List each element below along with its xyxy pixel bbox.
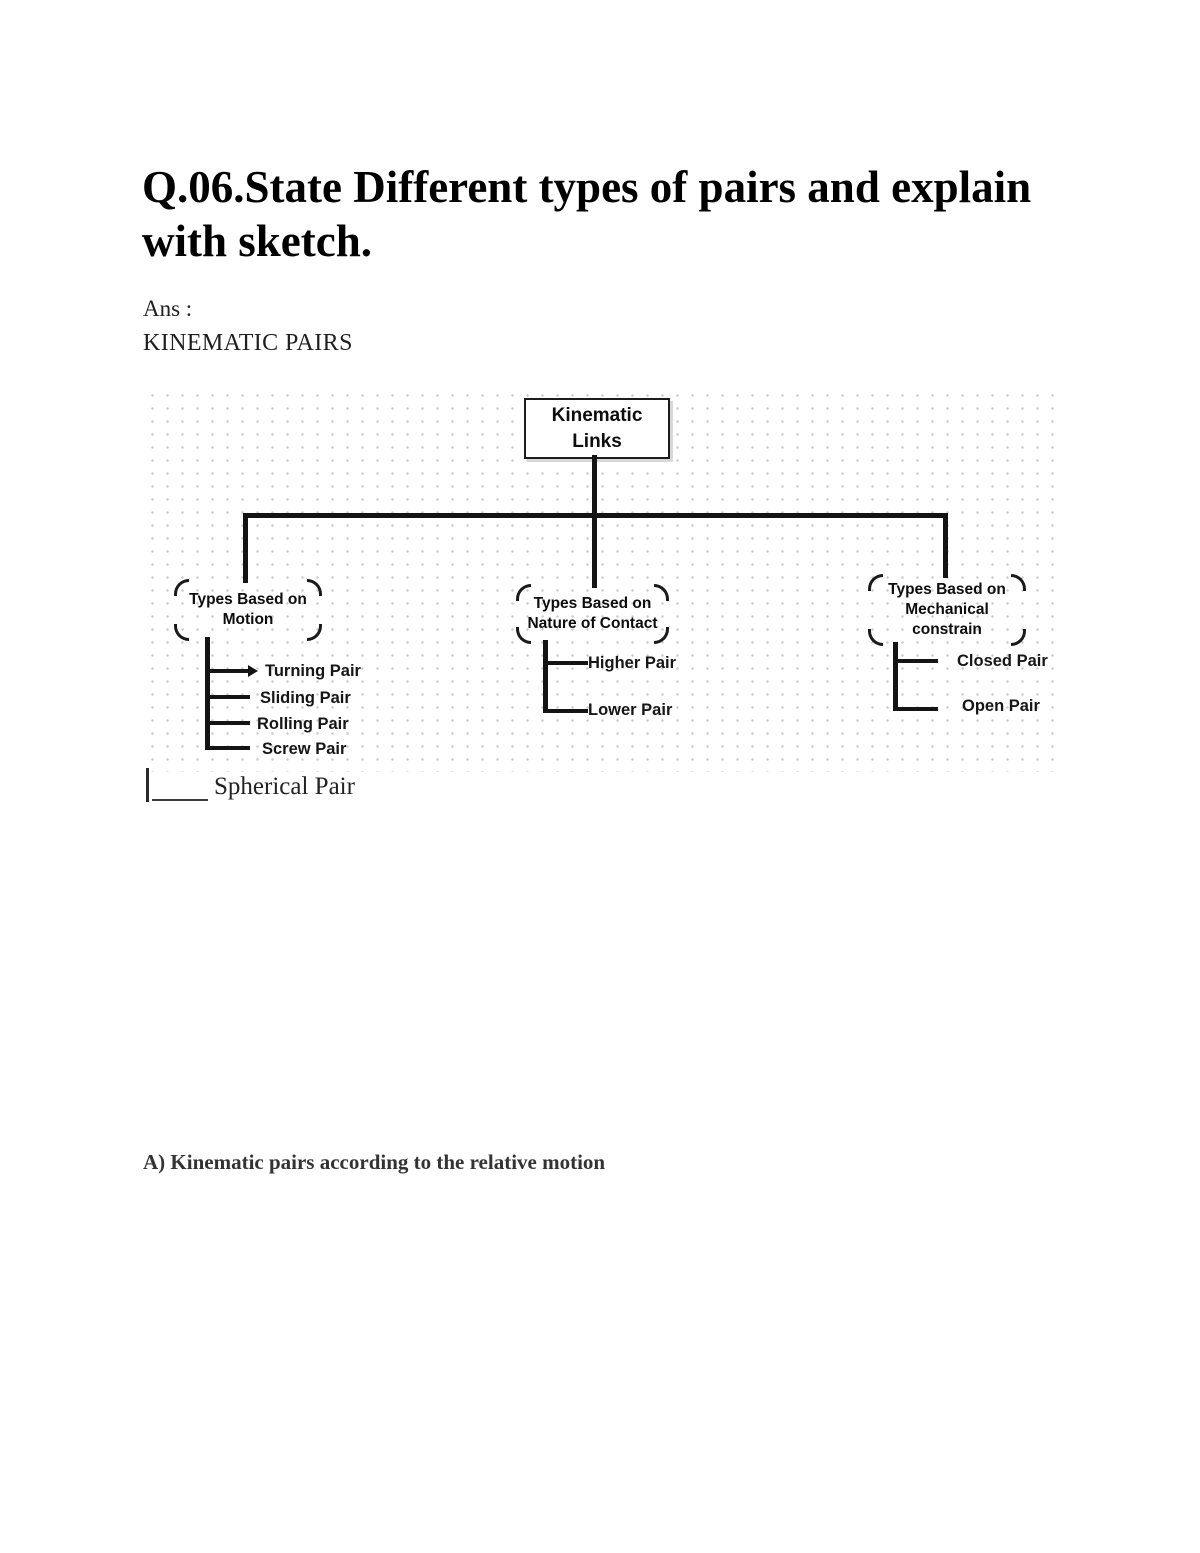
leaf-turning-pair: Turning Pair — [265, 662, 361, 680]
bracket-corner-icon — [516, 584, 531, 601]
bracket-corner-icon — [868, 574, 883, 591]
branch-line-mechanical — [943, 513, 948, 578]
category-label-motion: Types Based on Motion — [189, 590, 307, 628]
leaf-closed-pair: Closed Pair — [957, 652, 1048, 670]
question-title: Q.06.State Different types of pairs and … — [142, 162, 1032, 266]
leaf-open-pair: Open Pair — [962, 697, 1040, 715]
tick-line-screw — [205, 746, 250, 750]
category-label-mechanical: Types Based on Mechanical constrain — [888, 580, 1006, 639]
kinematic-pairs-heading: KINEMATIC PAIRS — [143, 330, 353, 356]
note-vertical-bar — [146, 768, 149, 802]
tick-line-lower — [543, 709, 588, 713]
leaf-lower-pair: Lower Pair — [588, 701, 673, 719]
bracket-corner-icon — [174, 624, 189, 641]
leaf-sliding-pair: Sliding Pair — [260, 689, 351, 707]
tick-line-rolling — [205, 721, 250, 725]
tick-line-higher — [543, 661, 588, 665]
tick-line-sliding — [205, 695, 250, 699]
bracket-corner-icon — [654, 627, 669, 644]
bracket-corner-icon — [307, 579, 322, 596]
subtree-line-mechanical — [893, 642, 898, 711]
category-box-contact: Types Based on Nature of Contact — [516, 584, 669, 644]
category-box-mechanical: Types Based on Mechanical constrain — [868, 574, 1026, 646]
tick-line-turning — [205, 669, 248, 673]
bracket-corner-icon — [1011, 574, 1026, 591]
leaf-rolling-pair: Rolling Pair — [257, 715, 349, 733]
bracket-corner-icon — [174, 579, 189, 596]
branch-line-motion — [243, 513, 248, 583]
spherical-pair-label: Spherical Pair — [214, 773, 355, 800]
section-a-heading: A) Kinematic pairs according to the rela… — [143, 1150, 606, 1174]
root-node-kinematic-links: Kinematic Links — [524, 398, 670, 459]
tick-line-closed — [893, 659, 938, 663]
bracket-corner-icon — [1011, 629, 1026, 646]
category-box-motion: Types Based on Motion — [174, 579, 322, 641]
root-stem-line — [592, 455, 597, 513]
category-label-contact: Types Based on Nature of Contact — [527, 594, 658, 632]
bracket-corner-icon — [307, 624, 322, 641]
branch-line-contact — [592, 513, 597, 588]
answer-label: Ans : — [143, 296, 193, 321]
kinematic-links-diagram: Kinematic Links Types Based on Motion Ty… — [140, 385, 1058, 772]
arrowhead-icon — [248, 665, 258, 677]
subtree-line-contact — [543, 640, 548, 713]
root-node-label: Kinematic Links — [551, 404, 643, 452]
bracket-corner-icon — [516, 627, 531, 644]
leaf-higher-pair: Higher Pair — [588, 654, 677, 672]
bracket-corner-icon — [654, 584, 669, 601]
tick-line-open — [893, 707, 938, 711]
subtree-line-motion — [205, 637, 210, 750]
leaf-screw-pair: Screw Pair — [262, 740, 347, 758]
bracket-corner-icon — [868, 629, 883, 646]
note-underscore-line — [152, 799, 208, 801]
